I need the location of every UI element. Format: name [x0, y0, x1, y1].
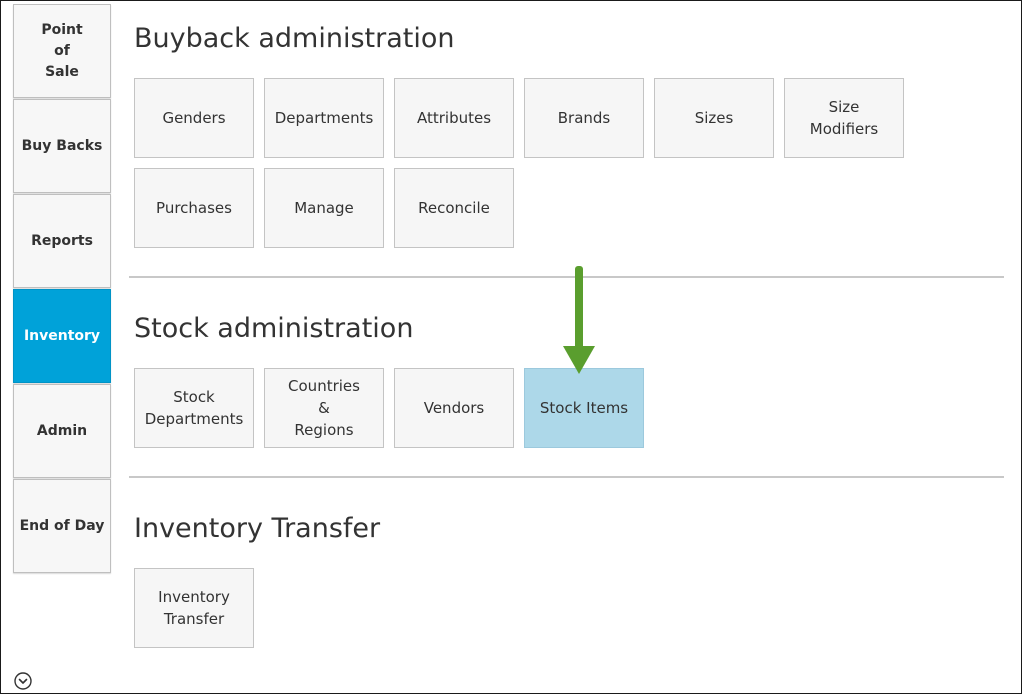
tile-genders[interactable]: Genders — [134, 78, 254, 158]
tile-sizes[interactable]: Sizes — [654, 78, 774, 158]
sidebar-item-buy-backs[interactable]: Buy Backs — [13, 99, 111, 193]
section-title-stock: Stock administration — [134, 313, 414, 344]
tile-attributes[interactable]: Attributes — [394, 78, 514, 158]
section-divider — [129, 276, 1004, 278]
tile-manage[interactable]: Manage — [264, 168, 384, 248]
chevron-down-circle-icon[interactable] — [14, 672, 32, 690]
tile-countries-regions[interactable]: Countries & Regions — [264, 368, 384, 448]
tile-inventory-transfer[interactable]: Inventory Transfer — [134, 568, 254, 648]
tile-departments[interactable]: Departments — [264, 78, 384, 158]
tile-brands[interactable]: Brands — [524, 78, 644, 158]
sidebar-item-reports[interactable]: Reports — [13, 194, 111, 288]
tile-reconcile[interactable]: Reconcile — [394, 168, 514, 248]
sidebar-item-inventory[interactable]: Inventory — [13, 289, 111, 383]
section-title-buyback: Buyback administration — [134, 23, 455, 54]
sidebar-item-point-of-sale[interactable]: Point of Sale — [13, 4, 111, 98]
sidebar-item-end-of-day[interactable]: End of Day — [13, 479, 111, 573]
tile-stock-departments[interactable]: Stock Departments — [134, 368, 254, 448]
tile-size-modifiers[interactable]: Size Modifiers — [784, 78, 904, 158]
tile-purchases[interactable]: Purchases — [134, 168, 254, 248]
tile-stock-items[interactable]: Stock Items — [524, 368, 644, 448]
section-divider — [129, 476, 1004, 478]
section-title-transfer: Inventory Transfer — [134, 513, 381, 544]
sidebar-item-admin[interactable]: Admin — [13, 384, 111, 478]
tile-vendors[interactable]: Vendors — [394, 368, 514, 448]
down-arrow-icon — [563, 266, 595, 374]
